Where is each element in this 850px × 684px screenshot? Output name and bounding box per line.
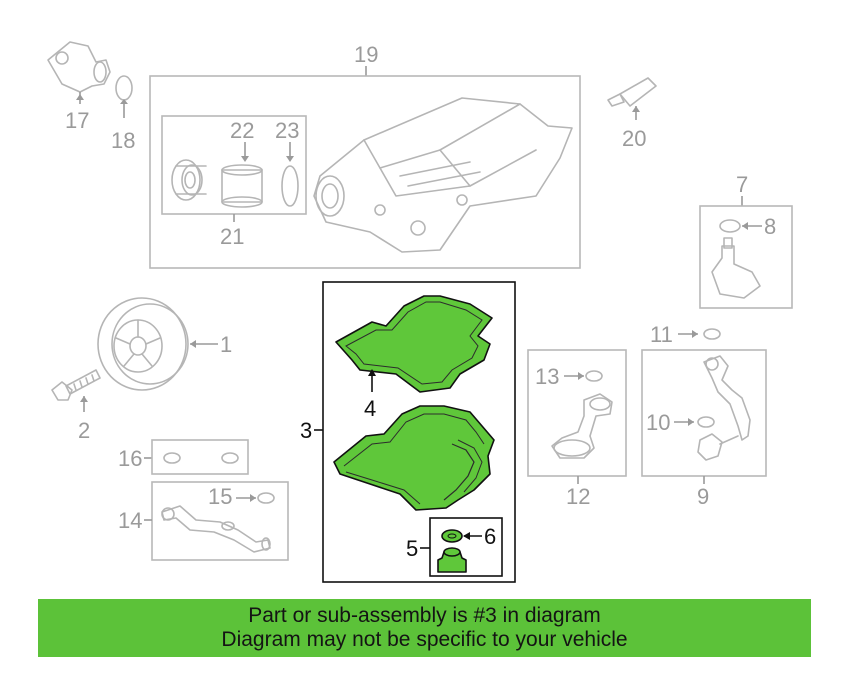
part-3-oil-pan — [333, 405, 495, 511]
callout-5: 5 — [406, 536, 418, 561]
part-19-upper-oil-pan — [313, 97, 573, 253]
part-12-box — [527, 349, 627, 477]
part-19-box — [149, 75, 581, 269]
part-14-oil-tube — [161, 505, 271, 553]
callout-21: 21 — [220, 224, 244, 249]
part-7-oil-level-sensor — [711, 237, 761, 299]
callout-7: 7 — [736, 172, 748, 197]
callout-11: 11 — [650, 322, 673, 347]
callout-10: 10 — [646, 410, 670, 435]
part-8-o-ring — [719, 219, 762, 233]
notice-line-2: Diagram may not be specific to your vehi… — [221, 628, 628, 651]
callout-20: 20 — [622, 126, 646, 151]
part-23-o-ring — [281, 165, 299, 207]
part-11-o-ring — [678, 328, 721, 340]
callout-17: 17 — [65, 108, 89, 133]
notice-banner: Part or sub-assembly is #3 in diagram Di… — [38, 599, 811, 657]
part-16-gasket — [163, 452, 239, 464]
callout-6: 6 — [484, 524, 496, 549]
part-7-box — [699, 205, 793, 309]
part-3-box — [322, 281, 516, 583]
part-9-oil-tube — [697, 355, 751, 461]
part-1-crankshaft-pulley — [97, 297, 218, 391]
callout-12: 12 — [566, 484, 590, 509]
callout-1: 1 — [220, 332, 232, 357]
callout-18: 18 — [111, 128, 135, 153]
part-5-drain-plug — [437, 547, 467, 573]
callout-16: 16 — [118, 446, 142, 471]
part-4-oil-pan-gasket — [335, 295, 493, 393]
part-12-oil-pickup — [551, 393, 613, 459]
part-10-o-ring — [674, 416, 715, 428]
part-21-filter-housing-cap — [171, 159, 207, 201]
part-16-box — [151, 439, 249, 475]
part-13-o-ring — [564, 370, 603, 382]
part-5-box — [429, 517, 503, 577]
part-15-o-ring — [236, 492, 275, 504]
callout-13: 13 — [535, 364, 559, 389]
part-6-washer — [441, 529, 482, 543]
notice-line-1: Part or sub-assembly is #3 in diagram — [248, 604, 601, 627]
callout-3: 3 — [300, 418, 312, 443]
callout-15: 15 — [208, 484, 232, 509]
part-14-box — [151, 481, 289, 561]
callout-8: 8 — [764, 214, 776, 239]
part-18-o-ring — [115, 75, 133, 118]
callout-4: 4 — [364, 396, 376, 421]
parts-diagram: 17 18 19 22 23 21 — [47, 41, 793, 583]
part-20-sealant-tube — [607, 77, 657, 120]
callout-23: 23 — [275, 118, 299, 143]
callout-22: 22 — [230, 118, 254, 143]
callout-19: 19 — [354, 42, 378, 67]
callout-14: 14 — [118, 508, 142, 533]
part-2-bolt — [51, 369, 101, 412]
callout-2: 2 — [78, 418, 90, 443]
part-17-fitting — [47, 41, 111, 104]
callout-9: 9 — [697, 484, 709, 509]
part-22-oil-filter — [221, 164, 263, 208]
